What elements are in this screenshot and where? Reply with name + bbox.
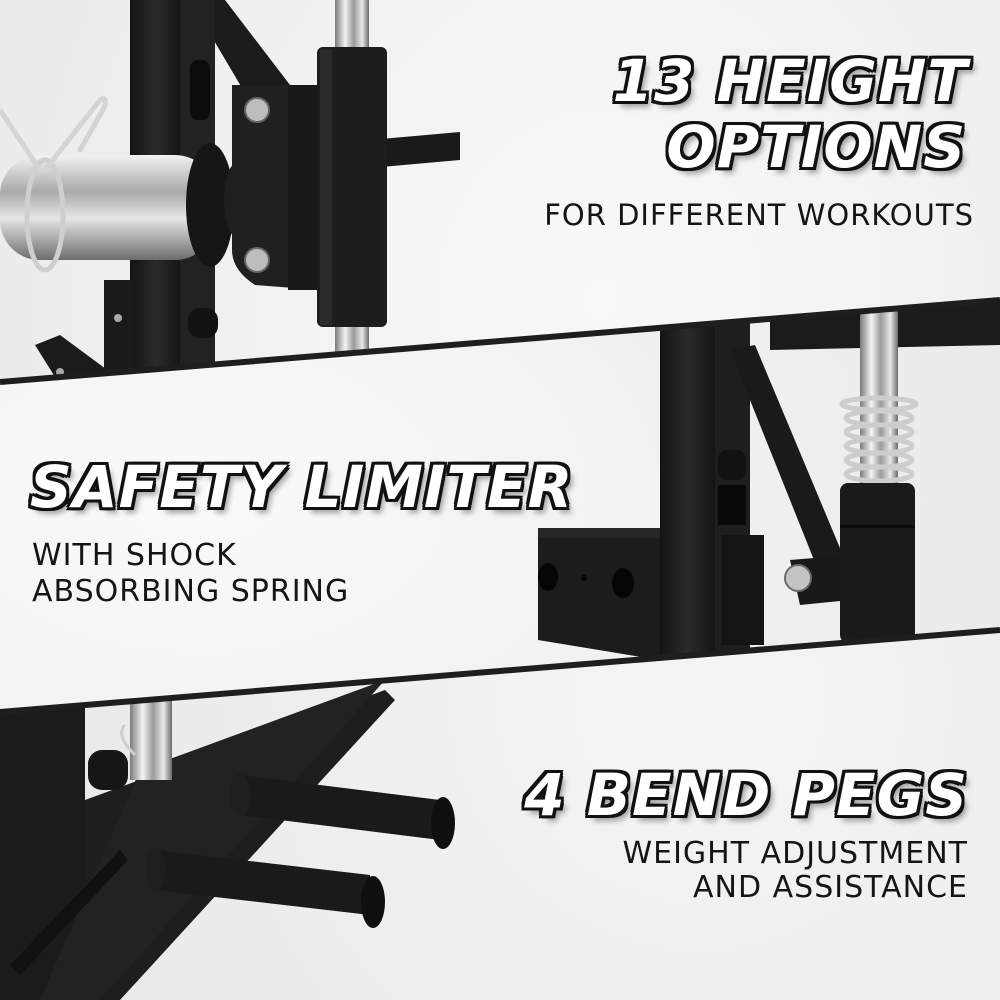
feature-1-title-line-1: 13 HEIGHT [612,47,968,115]
feature-2-title: SAFETY LIMITER [30,453,574,521]
safety-limiter-illustration [538,300,1000,660]
nut-icon [784,564,812,592]
section-divider [0,627,1000,715]
weight-peg [145,848,385,928]
feature-1-title-line-2: OPTIONS [666,113,966,181]
feature-3-title: 4 BEND PEGS [524,761,968,829]
spring-icon [839,395,919,484]
feature-1-subtitle: FOR DIFFERENT WORKOUTS [544,198,974,232]
feature-3-subtitle-line-1: WEIGHT ADJUSTMENT [622,836,968,871]
bend-pegs-illustration [0,680,455,1000]
weight-peg [230,773,455,849]
section-divider [0,297,1000,385]
bolt-icon [244,247,270,273]
bolt-icon [244,97,270,123]
barbell-hook-illustration [0,0,460,382]
feature-2-subtitle-line-1: WITH SHOCK [32,538,237,573]
feature-3-subtitle-line-2: AND ASSISTANCE [693,870,968,905]
feature-2-subtitle-line-2: ABSORBING SPRING [32,574,350,609]
